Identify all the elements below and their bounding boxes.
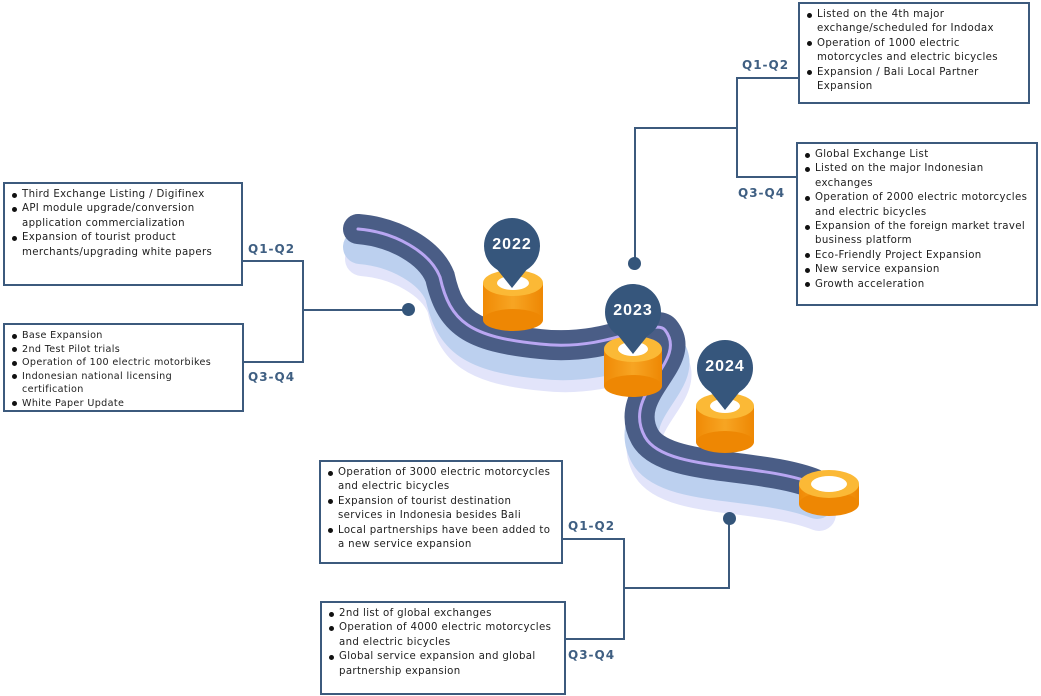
year-label-2023: 2023 bbox=[613, 302, 653, 319]
milestone-item: 2nd list of global exchanges bbox=[328, 607, 558, 621]
connector-2024-main-v bbox=[728, 518, 730, 589]
milestone-box-2024-q1q2: Operation of 3000 electric motorcycles a… bbox=[319, 460, 563, 564]
milestone-item: Base Expansion bbox=[11, 329, 236, 343]
milestone-item: Listed on the 4th major exchange/schedul… bbox=[806, 8, 1022, 37]
milestone-item: Listed on the major Indonesian exchanges bbox=[804, 162, 1030, 191]
milestone-item: Operation of 4000 electric motorcycles a… bbox=[328, 621, 558, 650]
milestone-item: Eco-Friendly Project Expansion bbox=[804, 249, 1030, 263]
milestone-item: Expansion / Bali Local Partner Expansion bbox=[806, 66, 1022, 95]
connector-2023-main-h bbox=[634, 127, 738, 129]
milestone-item: Operation of 1000 electric motorcycles a… bbox=[806, 37, 1022, 66]
milestone-box-2023-q3q4: Global Exchange List Listed on the major… bbox=[796, 142, 1038, 306]
milestone-item: Third Exchange Listing / Digifinex bbox=[11, 188, 235, 202]
milestone-box-2022-q3q4: Base Expansion 2nd Test Pilot trials Ope… bbox=[3, 323, 244, 412]
pin-2023 bbox=[605, 284, 661, 354]
quarter-label-2023-q1q2: Q1-Q2 bbox=[742, 58, 790, 72]
milestone-item: New service expansion bbox=[804, 263, 1030, 277]
cylinder-2023 bbox=[604, 336, 662, 397]
pin-2024 bbox=[697, 340, 753, 410]
milestone-item: Indonesian national licensing certificat… bbox=[11, 370, 236, 397]
quarter-label-2023-q3q4: Q3-Q4 bbox=[738, 186, 786, 200]
milestone-item: Operation of 3000 electric motorcycles a… bbox=[327, 466, 555, 495]
connector-2024-q1q2 bbox=[562, 538, 625, 540]
connector-2022-vertical bbox=[302, 260, 304, 363]
year-label-2024: 2024 bbox=[705, 358, 745, 375]
quarter-label-2022-q1q2: Q1-Q2 bbox=[248, 242, 296, 256]
milestone-item: White Paper Update bbox=[11, 397, 236, 411]
connector-2023-q1q2 bbox=[736, 77, 799, 79]
milestone-item: 2nd Test Pilot trials bbox=[11, 343, 236, 357]
connector-dot-2022 bbox=[402, 303, 415, 316]
connector-dot-2024 bbox=[723, 512, 736, 525]
milestone-item: Global service expansion and global part… bbox=[328, 650, 558, 679]
connector-dot-2023 bbox=[628, 257, 641, 270]
milestone-item: Local partnerships have been added to a … bbox=[327, 524, 555, 553]
connector-2024-q3q4 bbox=[565, 638, 625, 640]
quarter-label-2024-q1q2: Q1-Q2 bbox=[568, 519, 616, 533]
connector-2022-q1q2 bbox=[243, 260, 304, 262]
connector-2022-main bbox=[302, 309, 408, 311]
milestone-item: Expansion of tourist product merchants/u… bbox=[11, 231, 235, 260]
milestone-box-2023-q1q2: Listed on the 4th major exchange/schedul… bbox=[798, 2, 1030, 104]
connector-2024-vertical bbox=[623, 538, 625, 640]
quarter-label-2022-q3q4: Q3-Q4 bbox=[248, 370, 296, 384]
milestone-box-2022-q1q2: Third Exchange Listing / Digifinex API m… bbox=[3, 182, 243, 286]
milestone-item: API module upgrade/conversion applicatio… bbox=[11, 202, 235, 231]
connector-2022-q3q4 bbox=[243, 361, 304, 363]
milestone-box-2024-q3q4: 2nd list of global exchanges Operation o… bbox=[320, 601, 566, 695]
cylinder-end bbox=[799, 470, 859, 516]
milestone-item: Operation of 2000 electric motorcycles a… bbox=[804, 191, 1030, 220]
milestone-item: Global Exchange List bbox=[804, 148, 1030, 162]
connector-2023-main-v bbox=[634, 127, 636, 261]
connector-2023-q3q4 bbox=[736, 176, 797, 178]
year-label-2022: 2022 bbox=[492, 236, 532, 253]
quarter-label-2024-q3q4: Q3-Q4 bbox=[568, 648, 616, 662]
milestone-item: Operation of 100 electric motorbikes bbox=[11, 356, 236, 370]
connector-2024-main-h bbox=[623, 587, 730, 589]
pin-2022 bbox=[484, 218, 540, 288]
milestone-item: Growth acceleration bbox=[804, 278, 1030, 292]
milestone-item: Expansion of tourist destination service… bbox=[327, 495, 555, 524]
milestone-item: Expansion of the foreign market travel b… bbox=[804, 220, 1030, 249]
